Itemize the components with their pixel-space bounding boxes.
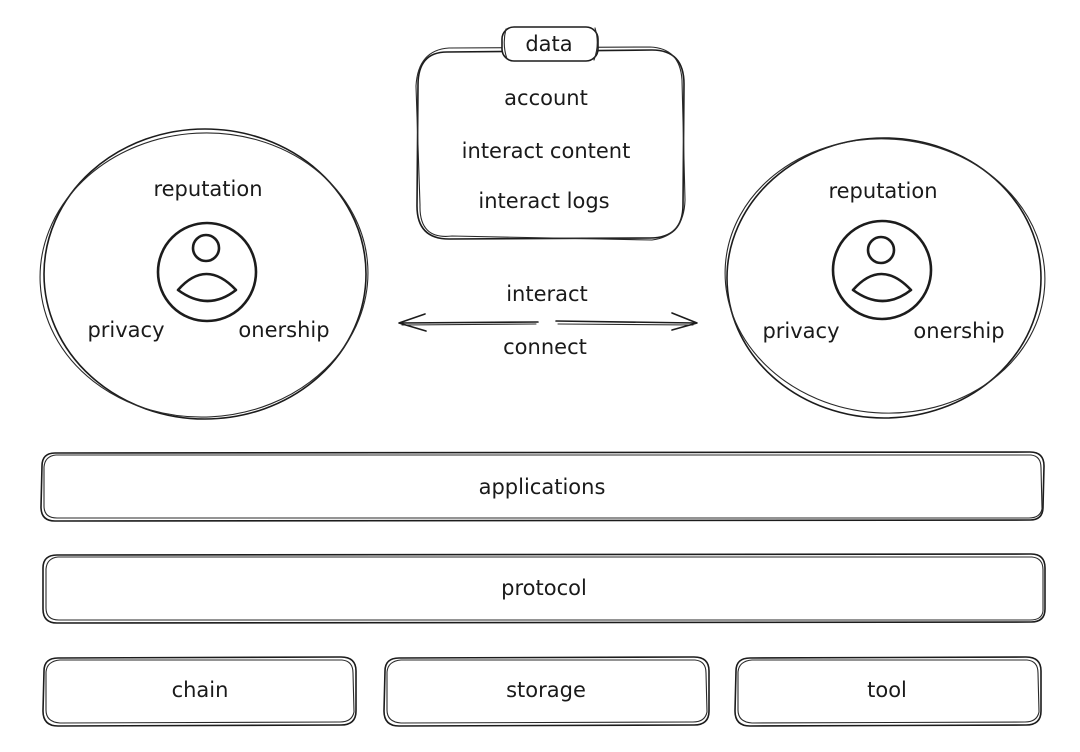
left-user-avatar-icon xyxy=(156,221,258,323)
storage-label: storage xyxy=(506,678,586,702)
left-reputation-label: reputation xyxy=(153,177,262,201)
right-reputation-label: reputation xyxy=(828,179,937,203)
connect-label: connect xyxy=(503,335,587,359)
data-box: data account interact content interact l… xyxy=(415,26,686,241)
interact-connection: interact connect xyxy=(398,282,698,359)
data-item-interact-content: interact content xyxy=(462,139,631,163)
chain-label: chain xyxy=(172,678,229,702)
applications-label: applications xyxy=(479,475,606,499)
right-ownership-label: onership xyxy=(913,319,1004,343)
protocol-layer: protocol xyxy=(42,553,1046,624)
chain-box: chain xyxy=(42,656,357,727)
right-user-node: reputation privacy onership xyxy=(724,137,1046,419)
right-user-avatar-icon xyxy=(831,219,933,321)
storage-box: storage xyxy=(383,656,710,727)
left-ownership-label: onership xyxy=(238,318,329,342)
left-arrow-icon xyxy=(398,313,539,332)
interact-label: interact xyxy=(506,282,588,306)
left-privacy-label: privacy xyxy=(87,318,164,342)
right-arrow-icon xyxy=(555,312,698,331)
data-title: data xyxy=(525,32,572,56)
data-item-account: account xyxy=(504,86,588,110)
right-privacy-label: privacy xyxy=(762,319,839,343)
left-user-node: reputation privacy onership xyxy=(39,128,369,420)
protocol-label: protocol xyxy=(501,576,587,600)
tool-label: tool xyxy=(867,678,907,702)
data-title-tab: data xyxy=(501,26,599,62)
applications-layer: applications xyxy=(40,451,1045,522)
data-item-interact-logs: interact logs xyxy=(478,189,609,213)
tool-box: tool xyxy=(734,656,1042,727)
